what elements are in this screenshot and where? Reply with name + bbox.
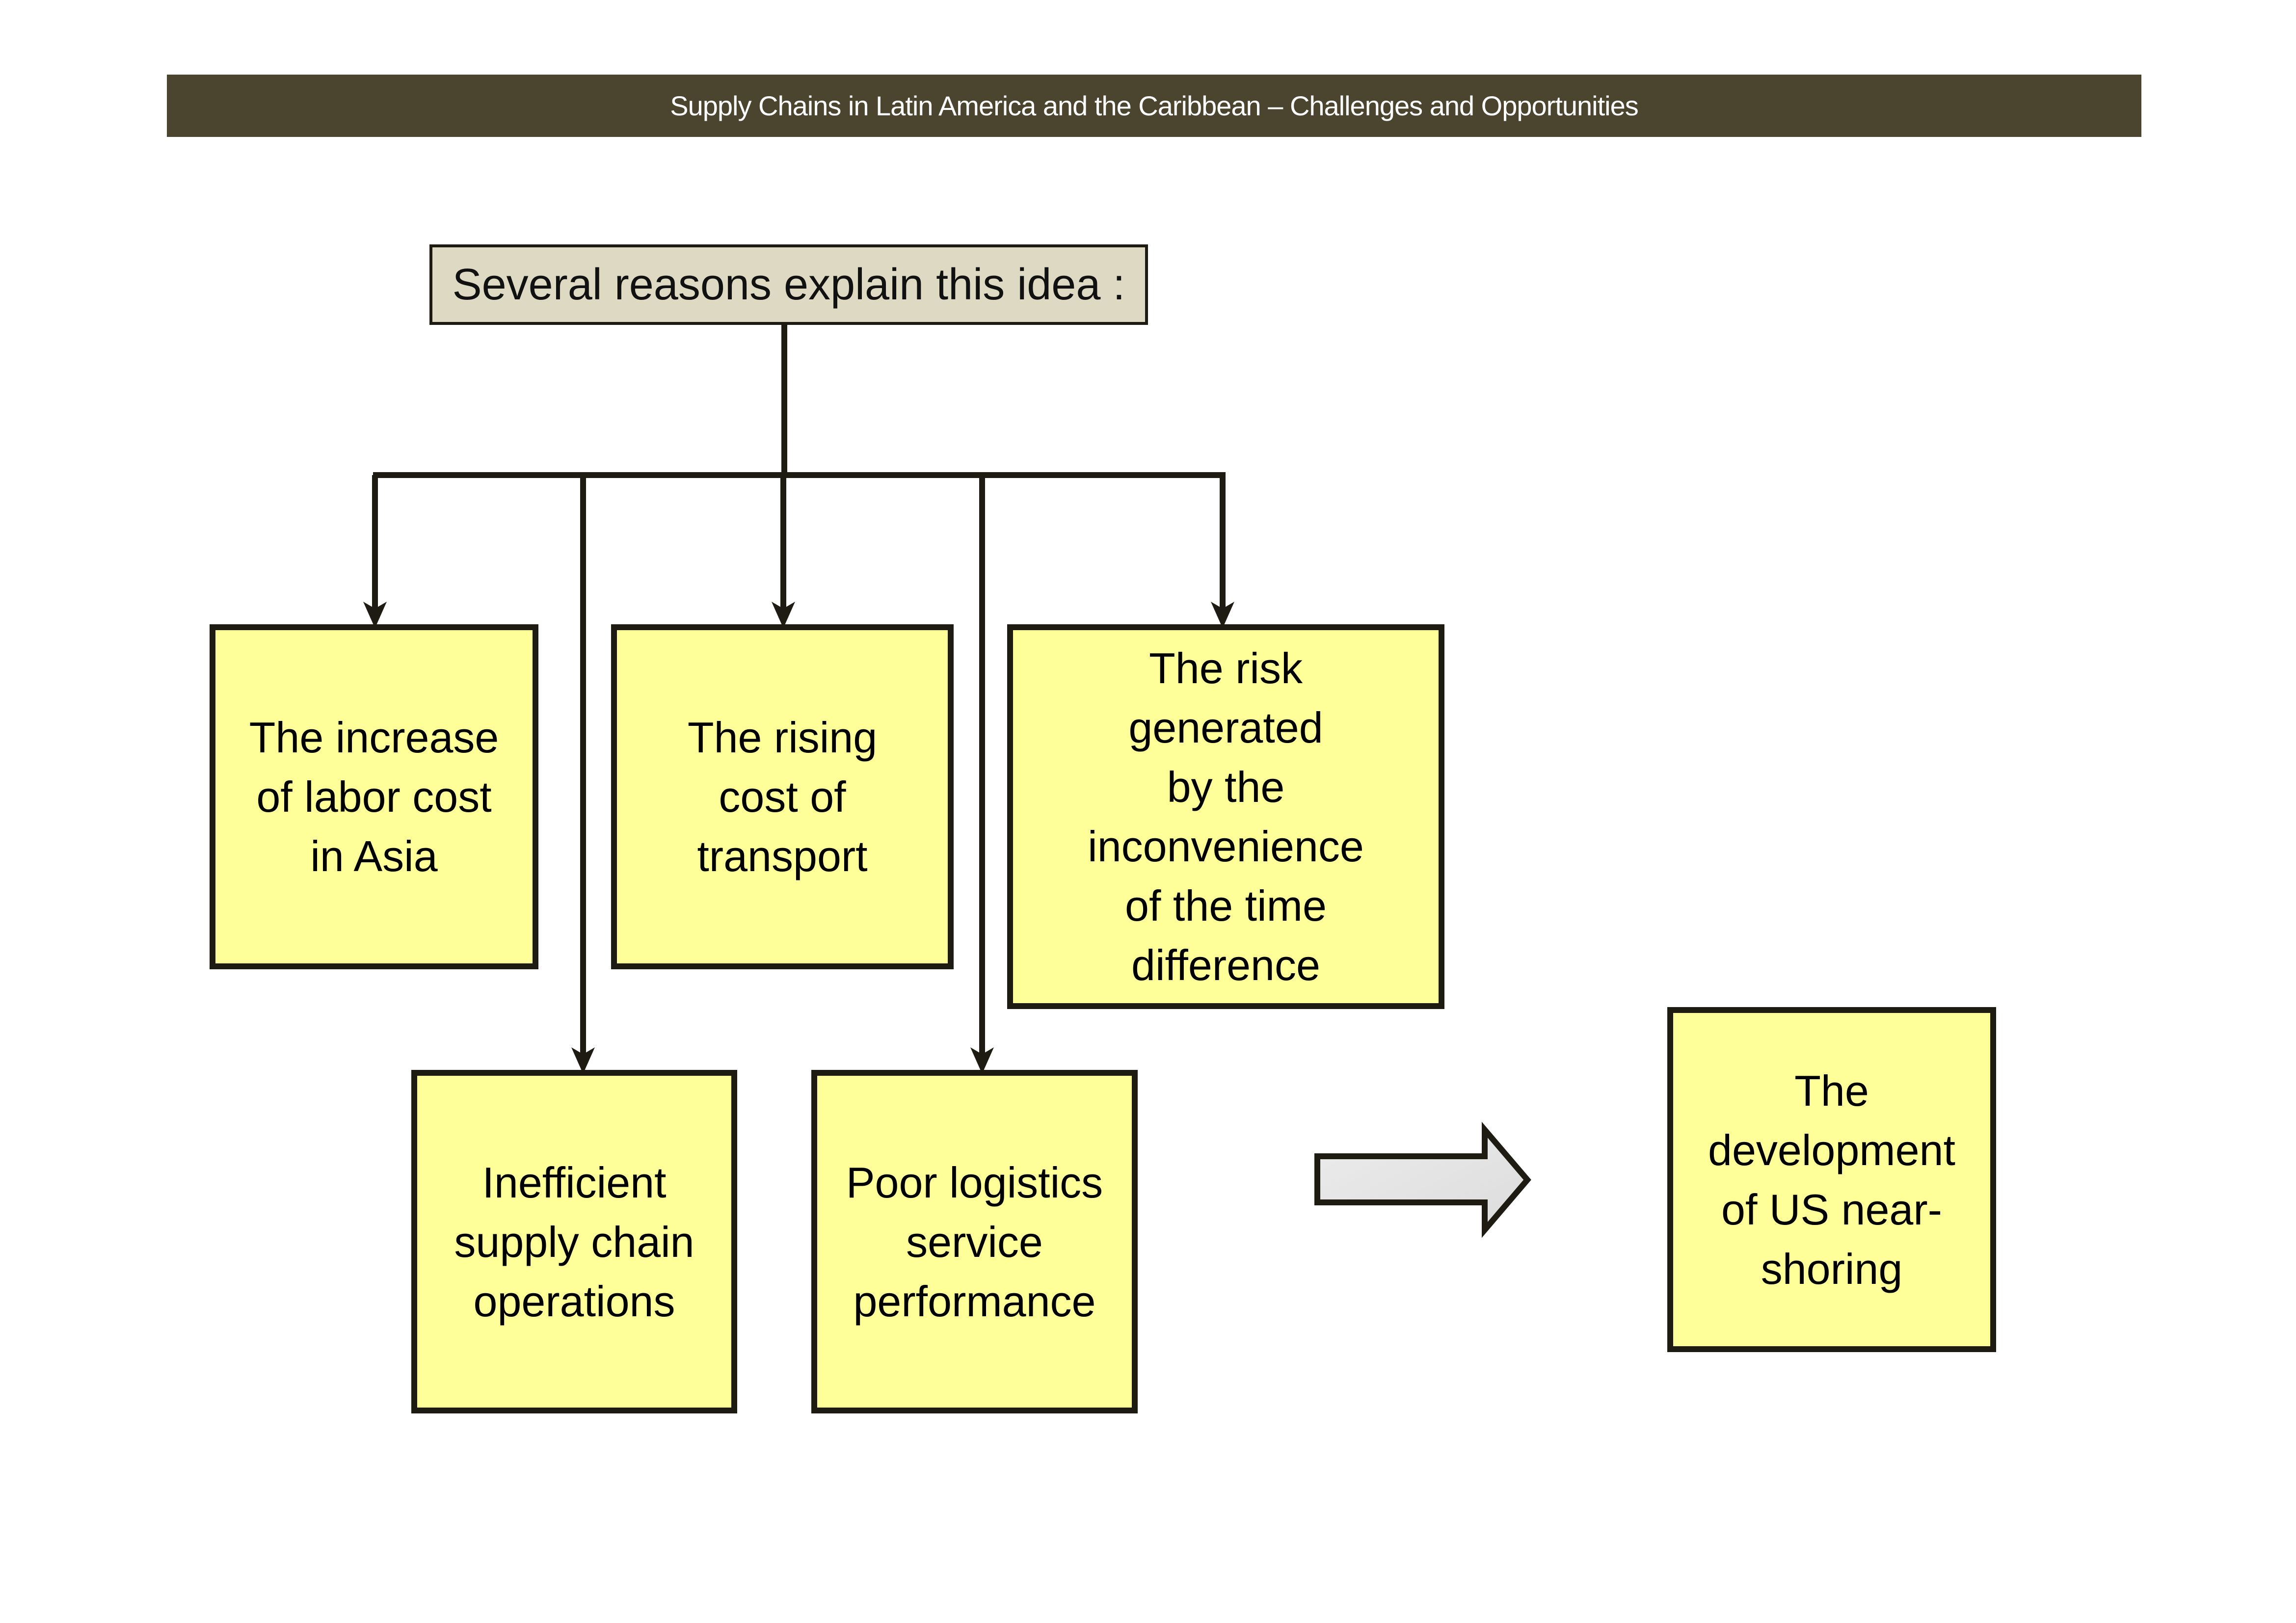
result-arrow-icon	[1314, 1121, 1531, 1238]
reason-label: Inefficient supply chain operations	[454, 1158, 694, 1326]
result-label: The development of US near- shoring	[1708, 1066, 1955, 1293]
root-box: Several reasons explain this idea :	[429, 244, 1148, 325]
reason-label: The rising cost of transport	[687, 713, 878, 880]
header-banner: Supply Chains in Latin America and the C…	[167, 75, 2141, 137]
reason-label: The increase of labor cost in Asia	[249, 713, 499, 880]
reason-box-supply-chain-ops: Inefficient supply chain operations	[411, 1070, 737, 1413]
reason-label: Poor logistics service performance	[846, 1158, 1103, 1326]
reason-label: The risk generated by the inconvenience …	[1088, 644, 1364, 989]
root-label: Several reasons explain this idea :	[452, 260, 1125, 309]
reason-box-transport-cost: The rising cost of transport	[611, 624, 954, 969]
reason-box-logistics-performance: Poor logistics service performance	[811, 1070, 1138, 1413]
result-box-near-shoring: The development of US near- shoring	[1667, 1007, 1996, 1352]
reason-box-time-difference: The risk generated by the inconvenience …	[1007, 624, 1444, 1009]
banner-title: Supply Chains in Latin America and the C…	[670, 90, 1639, 121]
reason-box-labor-cost: The increase of labor cost in Asia	[210, 624, 538, 969]
